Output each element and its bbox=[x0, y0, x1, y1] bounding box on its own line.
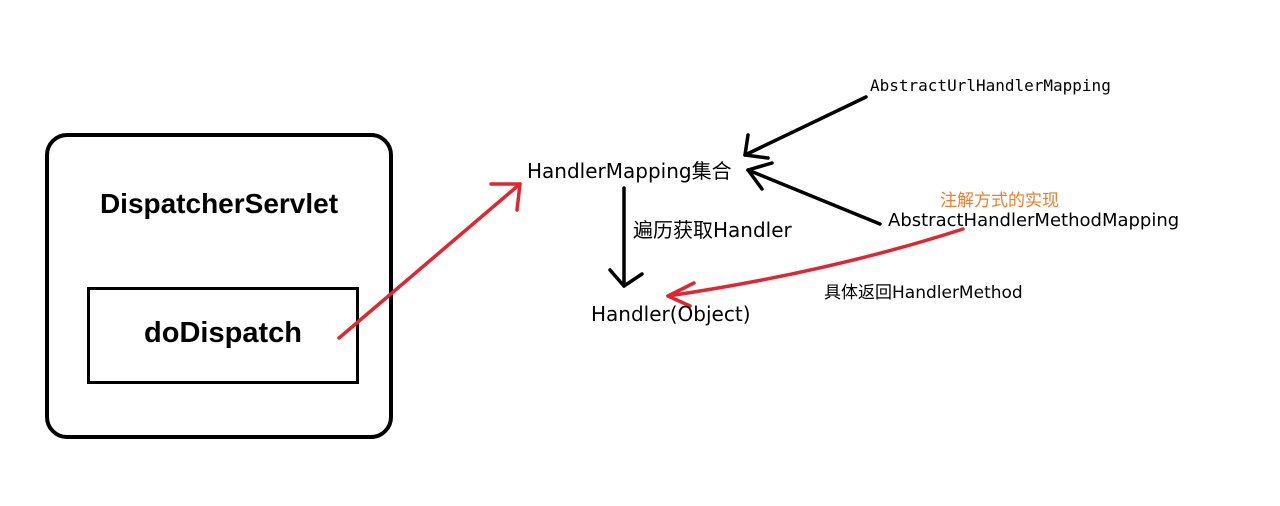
do-dispatch-box bbox=[87, 287, 359, 384]
returns-handler-method-label: 具体返回HandlerMethod bbox=[824, 283, 1023, 303]
traverse-edge-label: 遍历获取Handler bbox=[633, 218, 792, 242]
dispatcher-servlet-label: DispatcherServlet bbox=[99, 188, 339, 219]
arrow-abstracthandlermethod-to-handlermapping bbox=[746, 161, 882, 226]
handler-mapping-set-label: HandlerMapping集合 bbox=[527, 159, 732, 183]
abstract-handler-method-mapping-label: AbstractHandlerMethodMapping bbox=[888, 210, 1180, 231]
annotation-implementation-label: 注解方式的实现 bbox=[940, 191, 1059, 211]
arrow-dodispatch-to-handlermapping bbox=[337, 182, 522, 340]
arrow-handlermapping-to-handler bbox=[608, 186, 644, 288]
do-dispatch-label: doDispatch bbox=[144, 317, 302, 349]
handler-object-label: Handler(Object) bbox=[591, 302, 751, 326]
dispatcher-servlet-box bbox=[45, 133, 393, 439]
arrow-abstracturl-to-handlermapping bbox=[743, 95, 868, 160]
arrow-abstracthandlermethod-to-handler bbox=[666, 227, 965, 308]
abstract-url-handler-mapping-label: AbstractUrlHandlerMapping bbox=[870, 76, 1111, 95]
